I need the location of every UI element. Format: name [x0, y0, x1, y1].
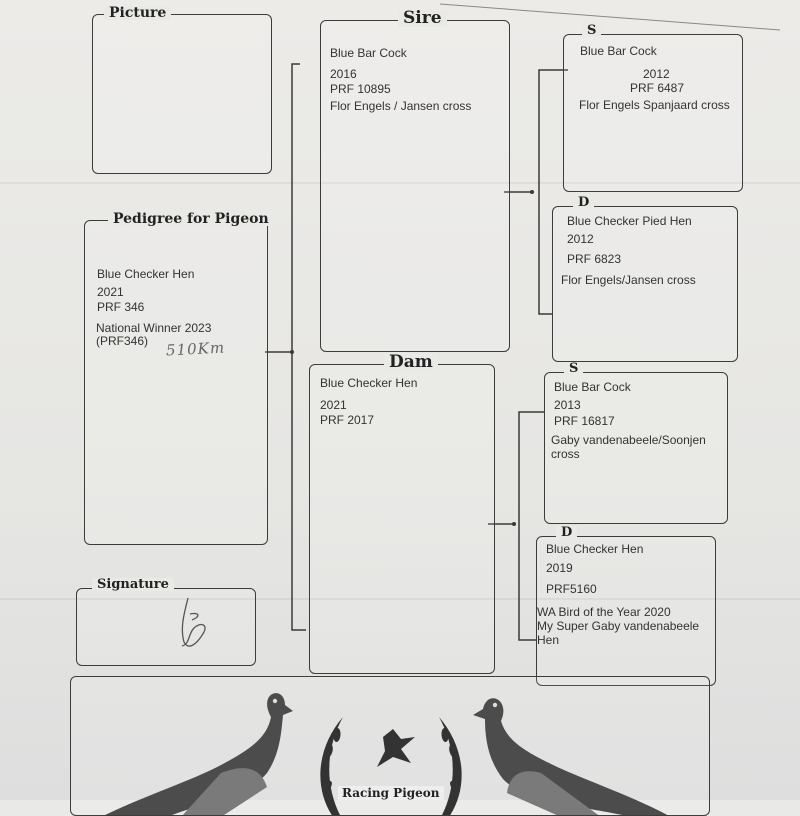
sire-dam-ring: PRF 6823 [567, 252, 622, 266]
picture-legend: Picture [104, 6, 172, 20]
dam-sire-legend: S [564, 362, 584, 375]
sire-dam-box [552, 206, 738, 362]
dam-color: Blue Checker Hen [320, 376, 418, 390]
dam-sire-box [544, 372, 728, 524]
pigeon-ring: PRF 346 [97, 300, 145, 314]
dam-ring: PRF 2017 [320, 413, 375, 427]
dam-dam-year: 2019 [546, 561, 573, 575]
sire-strain: Flor Engels / Jansen cross [330, 99, 472, 113]
sire-year: 2016 [330, 67, 357, 81]
dam-dam-color: Blue Checker Hen [546, 542, 644, 556]
signature-scribble [181, 597, 206, 647]
dam-year: 2021 [320, 398, 347, 412]
sire-dam-year: 2012 [567, 232, 594, 246]
pedigree-box [84, 220, 268, 545]
paper-fold [0, 182, 800, 184]
dam-sire-strain: Gaby vandenabeele/Soonjen cross [551, 433, 706, 461]
dam-dam-note: WA Bird of the Year 2020 [537, 605, 671, 619]
dam-dam-ring: PRF5160 [546, 582, 597, 596]
sire-box [320, 20, 510, 352]
pigeon-achievement: National Winner 2023 [96, 321, 212, 335]
sire-dam-color: Blue Checker Pied Hen [567, 214, 692, 228]
sire-sire-color: Blue Bar Cock [580, 44, 657, 58]
dam-sire-ring: PRF 16817 [554, 414, 615, 428]
sire-sire-ring: PRF 6487 [630, 81, 685, 95]
dam-dam-legend: D [556, 526, 578, 539]
pedigree-legend: Pedigree for Pigeon [108, 212, 274, 226]
dam-sire-color: Blue Bar Cock [554, 380, 631, 394]
dam-sire-year: 2013 [554, 398, 581, 412]
sire-sire-legend: S [582, 24, 602, 37]
paper-fold [0, 598, 800, 600]
sire-legend: Sire [398, 10, 447, 27]
handwritten-distance: 510Km [165, 338, 226, 360]
sire-ring: PRF 10895 [330, 82, 391, 96]
dam-legend: Dam [384, 354, 438, 371]
sire-dam-strain: Flor Engels/Jansen cross [561, 273, 696, 287]
pigeon-year: 2021 [97, 285, 124, 299]
laurel-wreath-icon [320, 717, 462, 815]
sire-sire-year: 2012 [643, 67, 670, 81]
sire-color: Blue Bar Cock [330, 46, 407, 60]
sire-sire-strain: Flor Engels Spanjaard cross [579, 98, 730, 112]
sire-dam-legend: D [573, 196, 595, 209]
dam-dam-box [536, 536, 716, 686]
dam-dam-note2: My Super Gaby vandenabeele Hen [537, 619, 700, 647]
signature-legend: Signature [92, 578, 174, 591]
logo-text: Racing Pigeon [338, 786, 444, 800]
pigeon-left-icon [105, 693, 293, 815]
pigeon-color: Blue Checker Hen [97, 267, 195, 281]
signature-box [76, 588, 256, 666]
pigeon-achievement-ring: (PRF346) [96, 334, 149, 348]
pigeon-right-icon [473, 698, 668, 815]
picture-box [92, 14, 272, 174]
sire-sire-box [563, 34, 743, 192]
